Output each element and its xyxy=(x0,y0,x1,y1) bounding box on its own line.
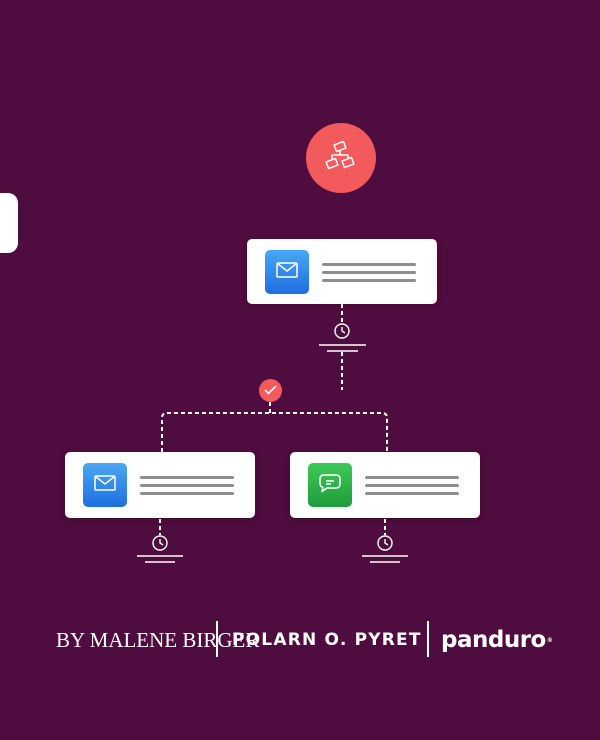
trigger-node[interactable] xyxy=(306,123,376,193)
logo-panduro: panduro® xyxy=(441,627,553,653)
email-step-card-2[interactable] xyxy=(65,452,255,518)
logo-divider xyxy=(427,621,429,657)
delay-3 xyxy=(377,535,393,551)
delay-2 xyxy=(152,535,168,551)
offscreen-card xyxy=(0,193,18,253)
customer-logos: BY MALENE BIRGER POLARN O. PYRET panduro… xyxy=(0,618,600,662)
envelope-icon xyxy=(276,261,298,283)
email-step-card-1[interactable] xyxy=(247,239,437,304)
logo-polarn-o-pyret: POLARN O. PYRET xyxy=(232,630,422,650)
chat-bubble-icon xyxy=(318,473,342,498)
placeholder-lines xyxy=(140,476,234,500)
checkmark-icon xyxy=(264,382,277,400)
delay-1 xyxy=(334,323,350,339)
sms-tile xyxy=(308,463,352,507)
email-tile xyxy=(265,250,309,294)
connector-split xyxy=(161,412,388,452)
condition-node[interactable] xyxy=(259,379,282,402)
placeholder-lines xyxy=(322,263,416,287)
sms-step-card[interactable] xyxy=(290,452,480,518)
placeholder-lines xyxy=(365,476,459,500)
email-tile xyxy=(83,463,127,507)
logo-by-malene-birger: BY MALENE BIRGER xyxy=(56,627,260,652)
sitemap-icon xyxy=(324,139,358,178)
logo-divider xyxy=(216,621,218,657)
envelope-icon xyxy=(94,474,116,496)
